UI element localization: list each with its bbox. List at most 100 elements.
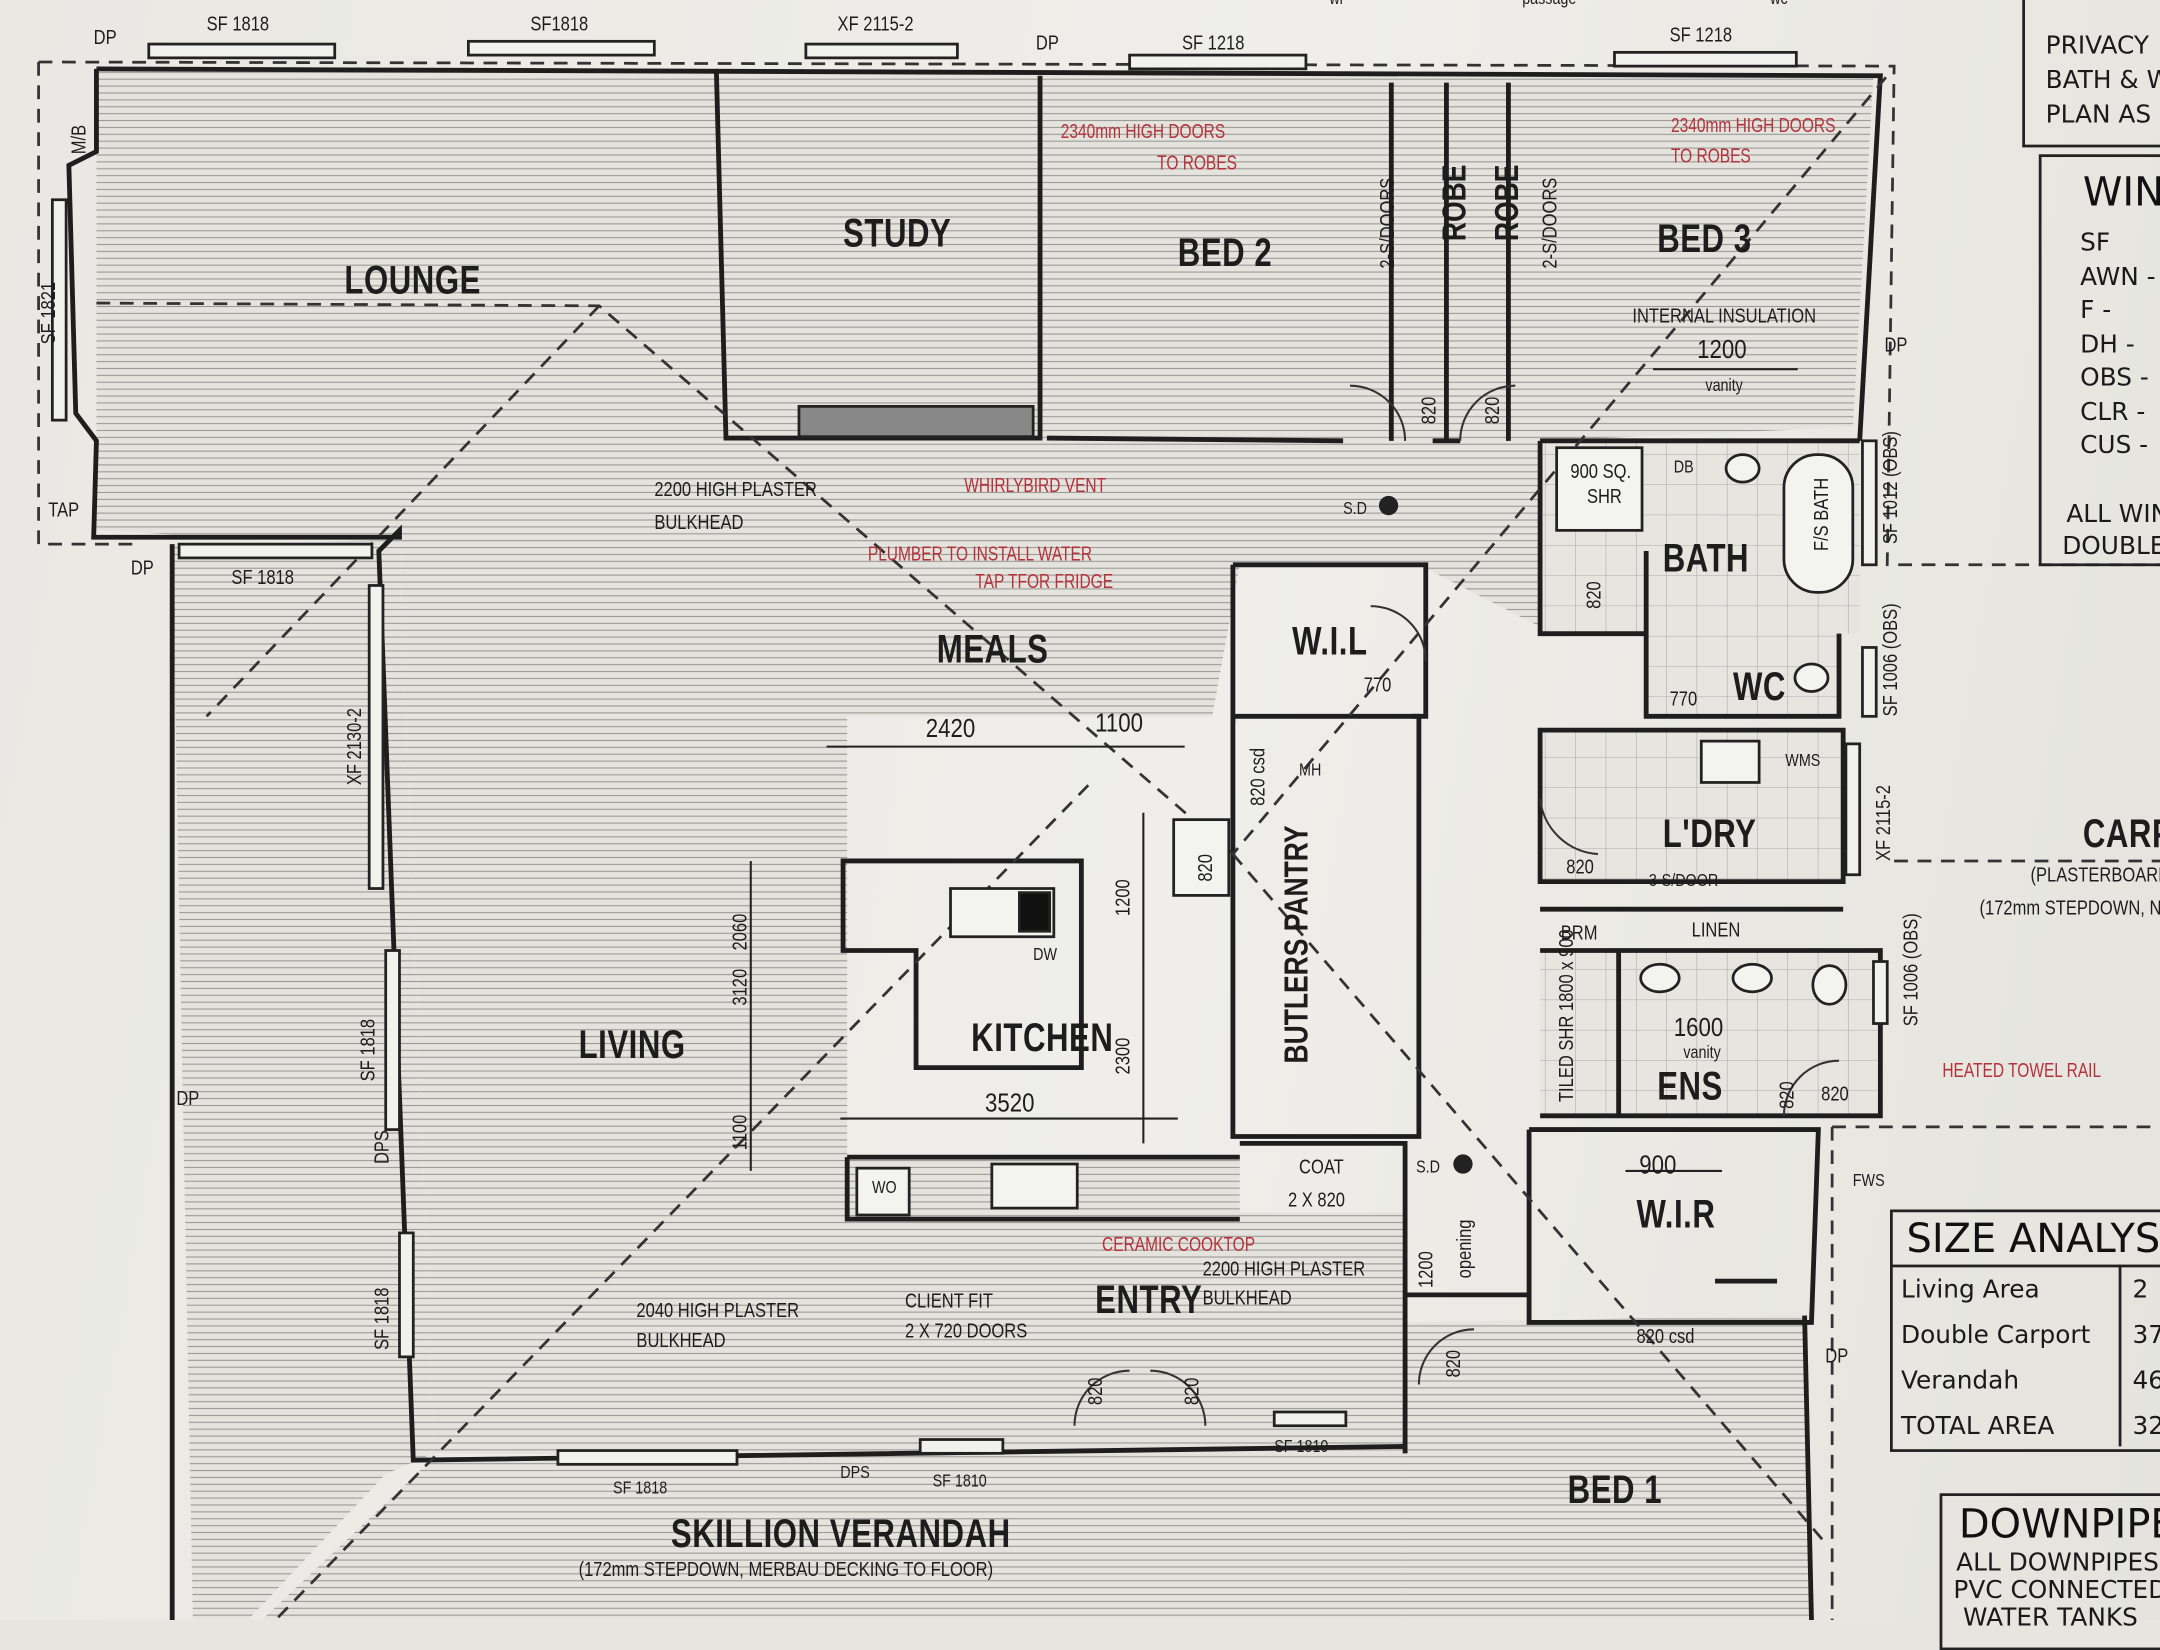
room-label-brm: BRM: [1560, 921, 1598, 945]
shower: [1555, 446, 1644, 532]
smoke-detector-marker: S.D: [1343, 497, 1367, 518]
window-label: SF 1818: [206, 12, 270, 36]
window-label: SF 1218: [1181, 31, 1245, 56]
meter-box-marker: M/B: [67, 124, 91, 155]
size-analysis-table: [1889, 1209, 2160, 1452]
room-label-living: LIVING: [578, 1023, 686, 1068]
note-bulkhead: 2200 HIGH PLASTER: [654, 478, 817, 502]
partial-text: wi: [1329, 0, 1343, 7]
note-bulkhead: BULKHEAD: [1202, 1286, 1292, 1311]
window-label: SF 1818: [370, 1287, 394, 1350]
note-coat-doors: 2 X 820: [1288, 1188, 1346, 1213]
dimension-label: 1200: [1414, 1251, 1439, 1289]
bathtub: [1782, 453, 1855, 594]
downpipe-marker: DP: [176, 1086, 200, 1111]
downpipe-marker: DP: [1035, 31, 1059, 56]
window-label: SF 1218: [1669, 23, 1733, 47]
window-label: SF 1818: [613, 1476, 668, 1498]
window-label: SF 1006 (OBS): [1899, 913, 1924, 1027]
size-analysis-value: 32: [2132, 1411, 2160, 1441]
window-label: SF 1006 (OBS): [1878, 603, 1903, 717]
size-analysis-column-rule: [2118, 1264, 2122, 1447]
room-label-robe: ROBE: [1436, 164, 1474, 242]
size-analysis-label: Living Area: [1901, 1275, 2040, 1305]
downpipe-marker: DP: [93, 26, 117, 50]
note-vanity: vanity: [1683, 1041, 1721, 1063]
room-label-study: STUDY: [843, 212, 952, 257]
note-wms: WMS: [1785, 749, 1821, 771]
note-sliding-doors: 2-S/DOORS: [1376, 177, 1400, 269]
size-analysis-label: Verandah: [1901, 1366, 2020, 1396]
room-label-robe: ROBE: [1489, 164, 1527, 242]
note-sliding-door: 3-S/DOOR: [1648, 869, 1719, 890]
toilet: [1793, 662, 1830, 693]
window-label: SF 1818: [356, 1018, 381, 1082]
room-label-wc: WC: [1732, 665, 1786, 710]
partial-text: passage: [1522, 0, 1576, 7]
room-label-laundry: L'DRY: [1662, 812, 1757, 857]
note-client-fit: CLIENT FIT: [905, 1289, 993, 1313]
cooktop: [990, 1162, 1079, 1210]
size-analysis-value: 46: [2132, 1366, 2160, 1396]
note-vanity: vanity: [1705, 374, 1743, 396]
room-label-meals: MEALS: [936, 628, 1049, 673]
note-client-fit: 2 X 720 DOORS: [905, 1319, 1028, 1344]
note-shower: 900 SQ.: [1570, 460, 1632, 484]
note-verandah: (172mm STEPDOWN, MERBAU DECKING TO FLOOR…: [578, 1558, 994, 1582]
size-analysis-label: TOTAL AREA: [1901, 1411, 2055, 1441]
window-legend-code: DH -: [2080, 329, 2135, 359]
size-analysis-value: 37: [2132, 1321, 2160, 1350]
size-analysis-value: 2: [2132, 1275, 2149, 1305]
room-label-verandah: SKILLION VERANDAH: [670, 1512, 1011, 1557]
dimension-label: 820: [1821, 1082, 1849, 1107]
note-plumber: TAP TFOR FRIDGE: [975, 570, 1114, 594]
window-label: SF 1810: [932, 1469, 987, 1491]
room-label-carport: CARP: [2082, 812, 2160, 857]
fridge: [1172, 818, 1231, 897]
downpipes-line: ALL DOWNPIPES: [1956, 1548, 2159, 1578]
note-dishwasher: DW: [1033, 943, 1058, 965]
room-label-bed2: BED 2: [1177, 231, 1273, 276]
room-label-ens: ENS: [1657, 1064, 1723, 1109]
dimension-label: 820: [1194, 854, 1218, 882]
ens-toilet: [1811, 964, 1848, 1006]
note-db: DB: [1673, 455, 1694, 477]
room-label-bath: BATH: [1662, 537, 1750, 582]
dimension-label: 820: [1084, 1377, 1108, 1406]
dimension-label: 820: [1582, 581, 1607, 609]
partial-text: wc: [1770, 0, 1788, 7]
note-plumber: PLUMBER TO INSTALL WATER: [867, 542, 1093, 567]
dimension-label: 770: [1363, 673, 1392, 698]
note-bulkhead: 2200 HIGH PLASTER: [1202, 1257, 1366, 1282]
window-legend-code: SF: [2080, 228, 2111, 258]
room-label-lounge: LOUNGE: [344, 258, 481, 304]
dimension-label: 2300: [1111, 1037, 1136, 1075]
window-legend-code: AWN -: [2080, 262, 2156, 292]
downpipe-marker: DP: [130, 556, 154, 580]
dimension-label: 820: [1442, 1349, 1466, 1378]
note-carport: (172mm STEPDOWN, N: [1979, 896, 2160, 921]
window-legend-box: [2038, 154, 2160, 567]
downpipes-title: DOWNPIPES:: [1958, 1500, 2160, 1547]
window-label: SF 1012 (OBS): [1878, 431, 1903, 545]
tap-marker: TAP: [48, 498, 80, 523]
note-bulkhead: BULKHEAD: [636, 1329, 726, 1353]
dimension-lines: [749, 368, 1798, 1172]
note-whirlybird: WHIRLYBIRD VENT: [964, 473, 1107, 498]
floor-hatching: [96, 68, 1874, 1620]
room-label-coat: COAT: [1299, 1155, 1344, 1180]
dimension-label: 2060: [728, 913, 753, 951]
dimension-label: 1200: [1697, 336, 1747, 366]
room-label-entry: ENTRY: [1095, 1278, 1203, 1323]
bulkhead-hatch: [797, 404, 1035, 439]
window-label: SF 1821: [37, 281, 61, 345]
door-swings: [1073, 384, 1840, 1426]
window-label: SF 1818: [231, 566, 294, 590]
dimension-label: 900: [1639, 1151, 1677, 1181]
size-analysis-label: Double Carport: [1901, 1321, 2091, 1350]
note-tiled-shower: TILED SHR 1800 x 900: [1555, 929, 1579, 1103]
note-bulkhead: 2040 HIGH PLASTER: [636, 1299, 800, 1323]
note-heated-towel-rail: HEATED TOWEL RAIL: [1942, 1059, 2102, 1083]
downpipes-line: PVC CONNECTED: [1953, 1575, 2160, 1605]
